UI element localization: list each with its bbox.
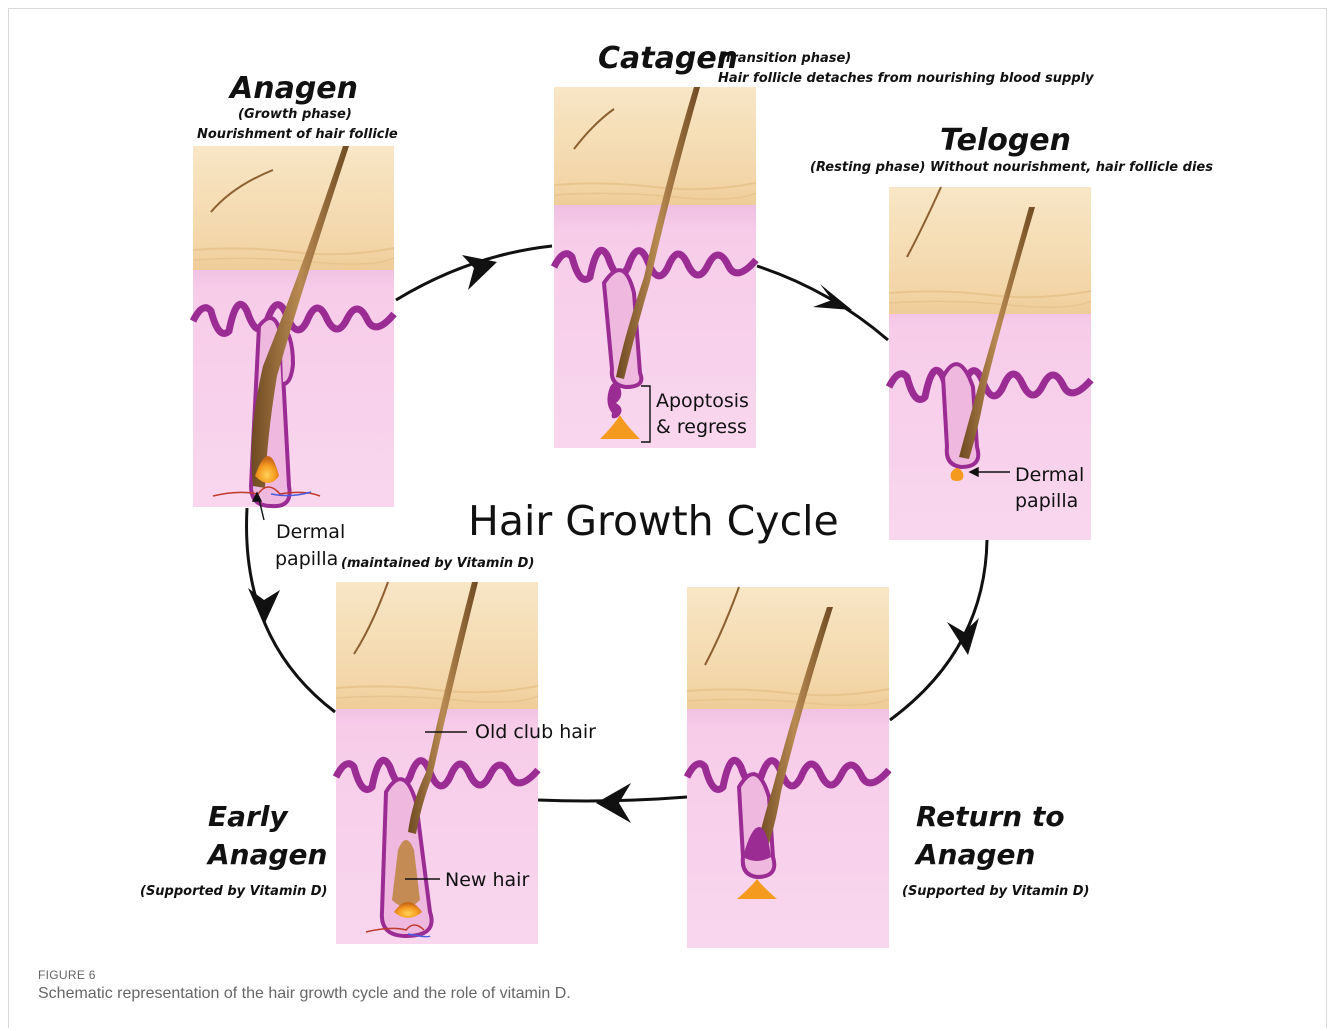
catagen-sub2: Hair follicle detaches from nourishing b… (718, 71, 1094, 86)
return-anagen-title-2: Anagen (914, 838, 1035, 871)
arrowhead-3-icon (947, 618, 979, 655)
telogen-papilla-label-1: Dermal (1015, 464, 1084, 486)
panel-telogen (889, 187, 1091, 540)
telogen-title: Telogen (940, 123, 1071, 158)
arrowhead-2-icon (813, 284, 852, 310)
anagen-papilla-label-1: Dermal (276, 521, 345, 543)
panel-return-anagen (687, 587, 889, 948)
telogen-papilla-label-2: papilla (1015, 490, 1078, 512)
early-anagen-title-2: Anagen (206, 838, 327, 871)
return-anagen-title-1: Return to (916, 800, 1065, 833)
old-club-hair-label: Old club hair (475, 721, 596, 743)
telogen-sub1: (Resting phase) Without nourishment, hai… (810, 160, 1213, 175)
catagen-sub1: (Transition phase) (718, 51, 851, 66)
anagen-papilla-label-2: papilla (275, 548, 338, 570)
anagen-papilla-note: (maintained by Vitamin D) (341, 556, 534, 571)
apoptosis-label-2: & regress (656, 416, 747, 438)
early-anagen-sub1: (Supported by Vitamin D) (140, 884, 327, 899)
figure-caption: FIGURE 6 Schematic representation of the… (38, 968, 571, 1003)
anagen-sub2: Nourishment of hair follicle (197, 127, 398, 142)
arrowhead-5-icon (248, 588, 280, 625)
anagen-title: Anagen (228, 71, 358, 106)
early-anagen-title-1: Early (208, 800, 289, 833)
anagen-sub1: (Growth phase) (238, 107, 352, 122)
diagram-title: Hair Growth Cycle (468, 497, 839, 545)
apoptosis-label-1: Apoptosis (656, 390, 749, 412)
figure-label: FIGURE 6 (38, 968, 571, 982)
arrowhead-4-icon (596, 783, 631, 823)
panel-anagen (193, 146, 394, 507)
arrowhead-1-icon (462, 255, 497, 290)
new-hair-label: New hair (445, 869, 529, 891)
figure-caption-text: Schematic representation of the hair gro… (38, 985, 571, 1003)
arrow-catagen-to-telogen (757, 266, 888, 340)
return-anagen-sub1: (Supported by Vitamin D) (902, 884, 1089, 899)
